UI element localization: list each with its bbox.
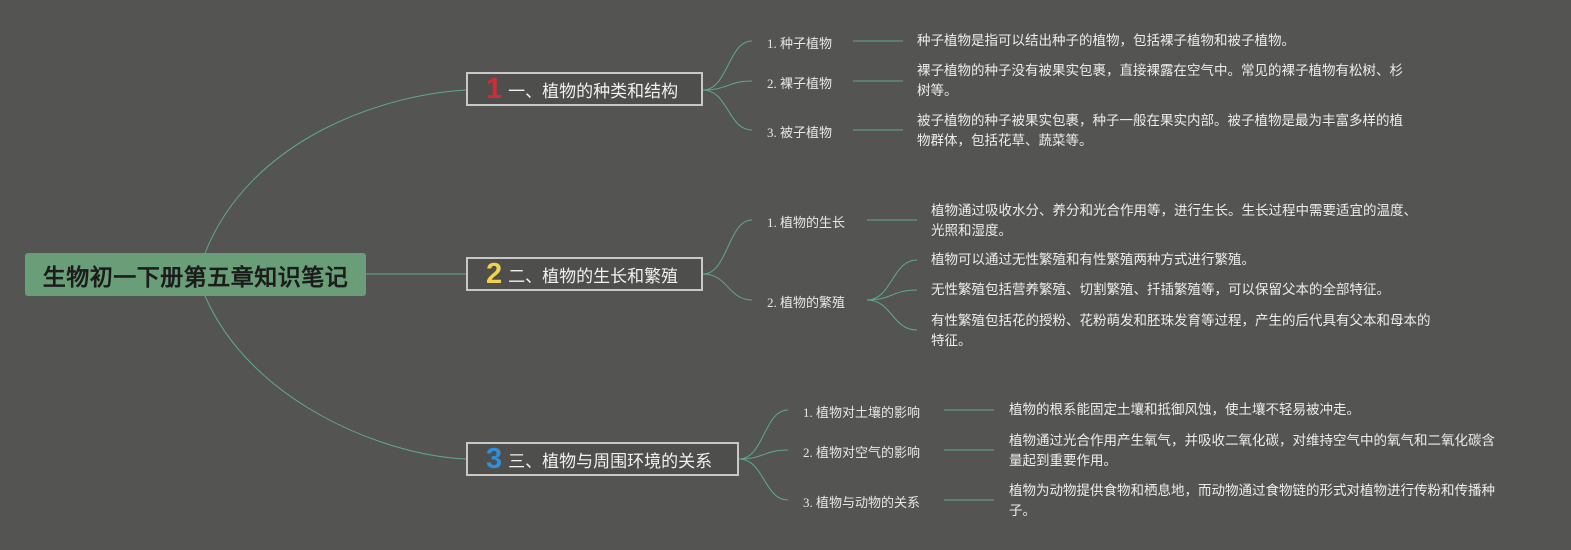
connector-topic3-sub3 [738,458,789,501]
connector-topic3-sub1 [738,409,789,460]
connector-topic2-sub1 [702,219,753,275]
number-1-icon: 1 [486,72,503,105]
connector-sub2-2-a [866,259,918,301]
connector-root-topic-3 [204,295,467,460]
topic-title: 二、植物的生长和繁殖 [508,266,679,287]
subtopic-soil-impact[interactable]: 1. 植物对土壤的影响 [803,405,921,420]
connector-sub2-2-b [866,289,918,301]
subtopic-seed-plants[interactable]: 1. 种子植物 [767,36,833,51]
subtopic-animal-relation[interactable]: 3. 植物与动物的关系 [803,495,921,510]
topic-node-1[interactable]: 1 一、植物的种类和结构 [466,72,703,106]
topic-title: 三、植物与周围环境的关系 [508,451,713,472]
note-sexual-reproduction: 有性繁殖包括花的授粉、花粉萌发和胚珠发育等过程，产生的后代具有父本和母本的特征。 [931,313,1431,349]
number-3-icon: 3 [486,442,503,475]
connector-topic3-sub2 [738,449,789,460]
connector-topic2-sub2 [702,273,753,301]
connector-sub2-2-c [866,299,918,331]
subtopic-air-impact[interactable]: 2. 植物对空气的影响 [803,445,921,460]
connector-root-topic-1 [204,89,467,254]
connector-topic1-sub3 [702,89,753,131]
number-2-icon: 2 [486,257,503,290]
connector-topic1-sub2 [702,80,753,91]
note-plant-growth: 植物通过吸收水分、养分和光合作用等，进行生长。生长过程中需要适宜的温度、光照和湿… [931,203,1417,239]
note-air-impact: 植物通过光合作用产生氧气，并吸收二氧化碳，对维持空气中的氧气和二氧化碳含量起到重… [1009,433,1495,469]
topic-title: 一、植物的种类和结构 [508,81,679,102]
note-reproduction-ways: 植物可以通过无性繁殖和有性繁殖两种方式进行繁殖。 [931,252,1255,268]
note-angiosperms: 被子植物的种子被果实包裹，种子一般在果实内部。被子植物是最为丰富多样的植物群体，… [917,113,1403,149]
note-soil-impact: 植物的根系能固定土壤和抵御风蚀，使土壤不轻易被冲走。 [1009,402,1360,418]
root-node[interactable]: 生物初一下册第五章知识笔记 [25,253,366,296]
root-title: 生物初一下册第五章知识笔记 [42,264,349,291]
note-animal-relation: 植物为动物提供食物和栖息地，而动物通过食物链的形式对植物进行传粉和传播种子。 [1009,483,1495,519]
connector-topic1-sub1 [702,40,753,91]
subtopic-angiosperms[interactable]: 3. 被子植物 [767,125,833,140]
topic-node-2[interactable]: 2 二、植物的生长和繁殖 [466,257,703,291]
note-asexual-reproduction: 无性繁殖包括营养繁殖、切割繁殖、扦插繁殖等，可以保留父本的全部特征。 [931,282,1390,298]
note-gymnosperms: 裸子植物的种子没有被果实包裹，直接裸露在空气中。常见的裸子植物有松树、杉树等。 [917,63,1403,99]
note-seed-plants: 种子植物是指可以结出种子的植物，包括裸子植物和被子植物。 [917,33,1295,49]
subtopic-plant-growth[interactable]: 1. 植物的生长 [767,215,846,230]
subtopic-plant-reproduction[interactable]: 2. 植物的繁殖 [767,295,846,310]
topic-node-3[interactable]: 3 三、植物与周围环境的关系 [466,442,739,476]
subtopic-gymnosperms[interactable]: 2. 裸子植物 [767,76,833,91]
